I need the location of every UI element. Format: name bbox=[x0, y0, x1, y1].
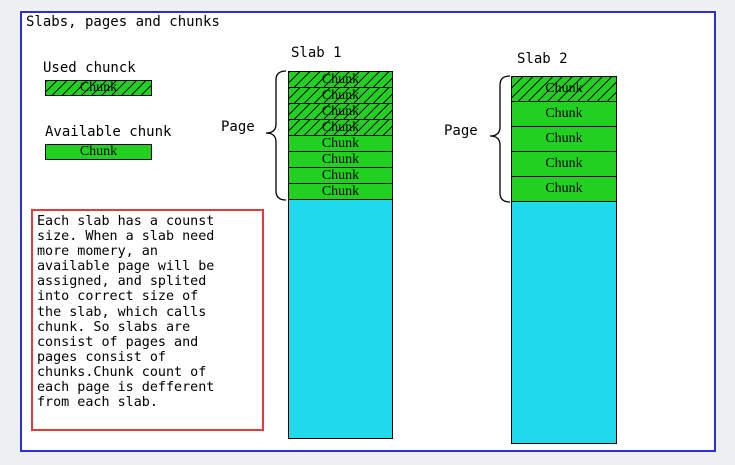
slab1-chunk: Chunk bbox=[288, 87, 393, 104]
legend-used-chunk: Chunk bbox=[45, 80, 152, 96]
slab1-chunk: Chunk bbox=[288, 103, 393, 120]
slab1-free-space bbox=[288, 199, 393, 439]
slab1-chunk: Chunk bbox=[288, 167, 393, 184]
slab1-page-label: Page bbox=[221, 119, 255, 135]
slab1-page-brace bbox=[265, 70, 287, 201]
slab2-chunk: Chunk bbox=[511, 126, 617, 152]
slab2-free-space bbox=[511, 201, 617, 444]
slab1-title: Slab 1 bbox=[291, 45, 342, 61]
slab2-page-brace bbox=[489, 75, 511, 203]
slab2-chunk: Chunk bbox=[511, 176, 617, 202]
slab2-page-label: Page bbox=[444, 123, 478, 139]
slab1-chunk: Chunk bbox=[288, 183, 393, 200]
slab1-chunk: Chunk bbox=[288, 135, 393, 152]
slab1-chunk: Chunk bbox=[288, 151, 393, 168]
legend-available-label: Available chunk bbox=[45, 124, 172, 140]
slab1-chunk: Chunk bbox=[288, 71, 393, 88]
slab2-chunk: Chunk bbox=[511, 76, 617, 102]
slab2-chunk: Chunk bbox=[511, 101, 617, 127]
slab2-title: Slab 2 bbox=[517, 51, 568, 67]
diagram-title: Slabs, pages and chunks bbox=[26, 14, 220, 30]
explanation-note: Each slab has a counst size. When a slab… bbox=[31, 209, 264, 431]
slab2-chunk: Chunk bbox=[511, 151, 617, 177]
slab1-chunk: Chunk bbox=[288, 119, 393, 136]
legend-available-chunk: Chunk bbox=[45, 144, 152, 160]
legend-used-label: Used chunck bbox=[43, 60, 136, 76]
